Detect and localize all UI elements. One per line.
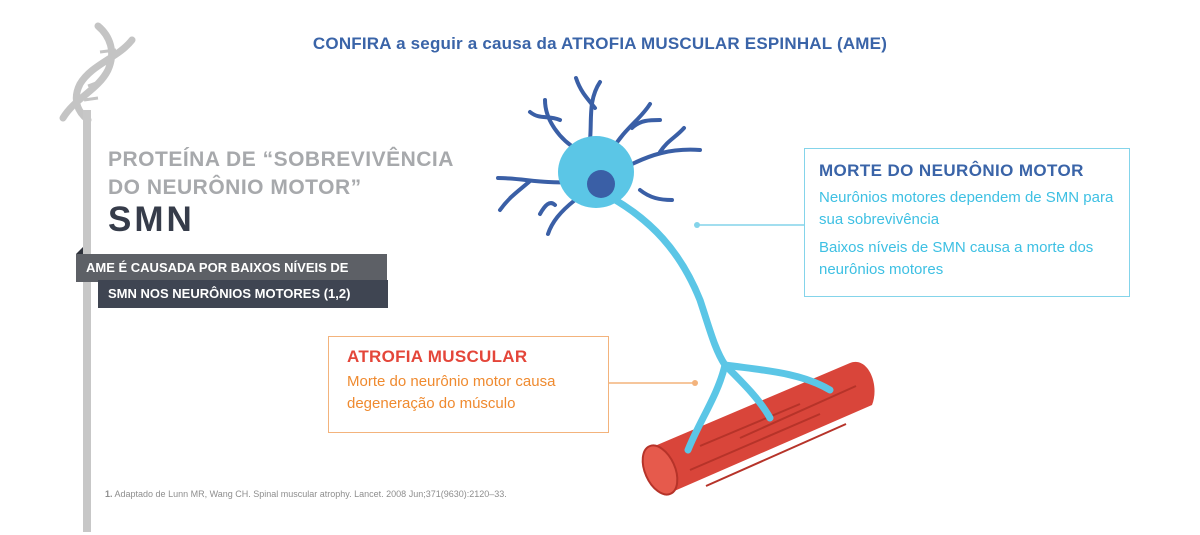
motor-box-text-2: Baixos níveis de SMN causa a morte dos n…	[819, 239, 1094, 278]
banner-line-2: SMN NOS NEURÔNIOS MOTORES (1,2)	[98, 280, 388, 308]
reference-text: Adaptado de Lunn MR, Wang CH. Spinal mus…	[112, 489, 507, 499]
neuron-nucleus	[587, 170, 615, 198]
atrofia-connector-dot	[692, 380, 698, 386]
dna-icon	[59, 22, 136, 124]
header-middle: a seguir a causa da	[391, 34, 562, 53]
reference-footnote: 1. Adaptado de Lunn MR, Wang CH. Spinal …	[105, 489, 507, 499]
smn-abbreviation: SMN	[108, 200, 195, 239]
reference-number: 1.	[105, 489, 113, 499]
motor-box-text-1: Neurônios motores dependem de SMN para s…	[819, 189, 1114, 228]
muscle-fiber-illustration	[641, 361, 875, 496]
banner-line-1: AME É CAUSADA POR BAIXOS NÍVEIS DE	[76, 254, 387, 282]
axon	[608, 194, 834, 454]
atrofia-box: ATROFIA MUSCULAR Morte do neurônio motor…	[328, 336, 609, 433]
header-ame: ATROFIA MUSCULAR ESPINHAL (AME)	[561, 34, 888, 53]
banner-fold	[76, 247, 83, 254]
motor-connector-dot	[694, 222, 700, 228]
atrofia-box-text: Morte do neurônio motor causa degeneraçã…	[347, 373, 556, 412]
protein-line-2: DO NEURÔNIO MOTOR”	[108, 176, 362, 199]
motor-box-title: MORTE DO NEURÔNIO MOTOR	[819, 161, 1084, 180]
atrofia-box-title: ATROFIA MUSCULAR	[347, 347, 528, 366]
protein-line-1: PROTEÍNA DE “SOBREVIVÊNCIA	[108, 148, 454, 171]
page-header: CONFIRA a seguir a causa da ATROFIA MUSC…	[0, 34, 1200, 54]
header-confira: CONFIRA	[312, 34, 392, 53]
protein-title: PROTEÍNA DE “SOBREVIVÊNCIA DO NEURÔNIO M…	[108, 146, 454, 202]
dna-pole	[83, 110, 91, 532]
motor-neuron-box: MORTE DO NEURÔNIO MOTOR Neurônios motore…	[804, 148, 1130, 297]
